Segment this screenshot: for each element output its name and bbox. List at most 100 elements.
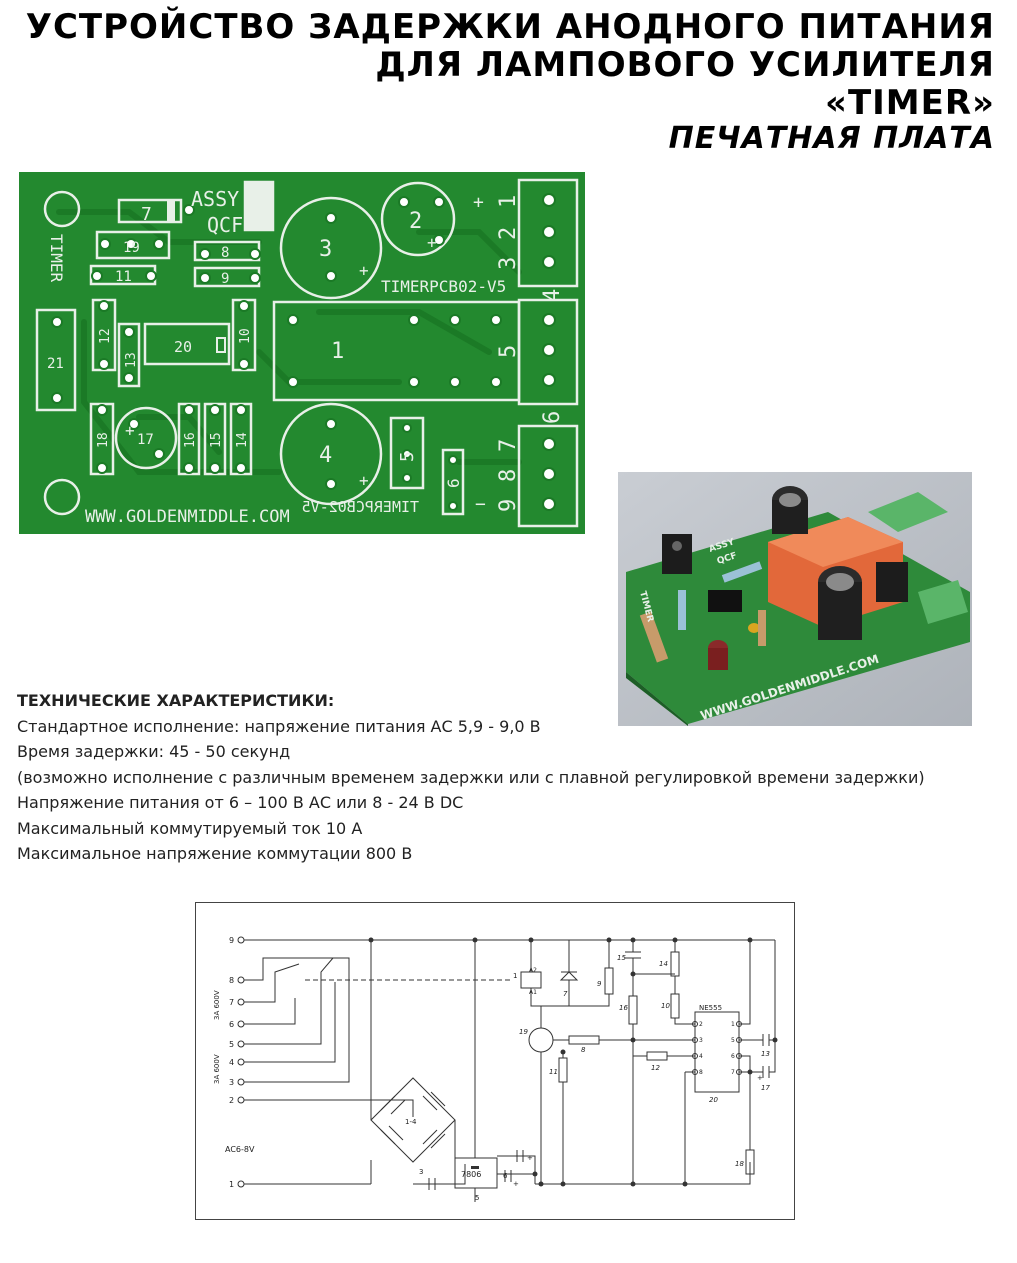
pcb-website-label: WWW.GOLDENMIDDLE.COM: [85, 507, 290, 527]
schem-label-12: 12: [651, 1064, 660, 1072]
terminal-label-8: 8: [496, 469, 521, 482]
pcb-plus-3: +: [427, 233, 437, 252]
pcb-label-15: 15: [209, 432, 224, 448]
schem-pin-7: 7: [229, 998, 234, 1007]
schem-ic-label: NE555: [699, 1004, 722, 1012]
ic-pin-8: 8: [699, 1069, 703, 1076]
pcb-timer-label: TIMER: [47, 234, 66, 283]
pcb-assy-label: ASSY: [191, 187, 239, 211]
schem-label-10: 10: [661, 1002, 670, 1010]
schem-rating-2: 3A 600V: [213, 1054, 221, 1084]
schem-plus-2: +: [527, 1154, 533, 1162]
schem-label-14: 14: [659, 960, 668, 968]
pcb-label-14: 14: [235, 432, 250, 448]
schem-plus-1: +: [513, 1180, 519, 1188]
pcb-label-17: 17: [137, 432, 154, 448]
ic-pin-2: 2: [699, 1021, 703, 1028]
schem-bridge-label: 1-4: [405, 1118, 417, 1126]
schem-label-18: 18: [735, 1160, 744, 1168]
pcb-label-5: 5: [397, 451, 418, 462]
page-title-line-3: «TIMER»: [824, 83, 995, 123]
pcb-qcf-label: QCF: [207, 213, 243, 237]
schem-label-5: 5: [475, 1194, 479, 1202]
schem-label-3: 3: [419, 1168, 423, 1176]
schem-label-16: 16: [619, 1004, 628, 1012]
pcb-label-10: 10: [238, 328, 253, 344]
pcb-label-3: 3: [319, 237, 332, 262]
schem-regulator-label: 7806: [461, 1170, 481, 1179]
schem-label-19: 19: [519, 1028, 528, 1036]
pcb-minus: −: [475, 494, 486, 515]
ic-pin-1: 1: [731, 1021, 735, 1028]
terminal-label-5: 5: [496, 345, 521, 358]
terminal-label-7: 7: [496, 439, 521, 452]
schem-relay-pin: 1: [513, 972, 517, 980]
schem-label-17: 17: [761, 1084, 770, 1092]
pcb-label-13: 13: [124, 352, 139, 368]
schem-label-20: 20: [709, 1096, 718, 1104]
circuit-schematic: 9 8 7 6 5 4 3 2 1 3A 600V 3A 600V AC6-8V…: [195, 902, 795, 1220]
pcb-label-7: 7: [141, 204, 152, 225]
schem-label-9: 9: [597, 980, 602, 988]
specs-heading: ТЕХНИЧЕСКИЕ ХАРАКТЕРИСТИКИ:: [17, 691, 335, 710]
ic-pin-4: 4: [699, 1053, 703, 1060]
ic-pin-5: 5: [731, 1037, 735, 1044]
ic-pin-7: 7: [731, 1069, 735, 1076]
schem-pin-8: 8: [229, 976, 234, 985]
schem-pin-9: 9: [229, 936, 234, 945]
pcb-label-12: 12: [98, 328, 113, 344]
terminal-label-3: 3: [496, 257, 521, 270]
schem-plus-3: +: [757, 1074, 763, 1082]
spec-line: Время задержки: 45 - 50 секунд: [17, 742, 291, 761]
pcb-label-4: 4: [319, 443, 332, 468]
assembled-board-photo: WWW.GOLDENMIDDLE.COM TIMER ASSY QCF: [618, 472, 972, 726]
pcb-label-6: 6: [444, 478, 463, 488]
ic-pin-6: 6: [731, 1053, 735, 1060]
spec-line: Максимальное напряжение коммутации 800 В: [17, 844, 413, 863]
technical-specifications: ТЕХНИЧЕСКИЕ ХАРАКТЕРИСТИКИ: Стандартное …: [17, 688, 925, 867]
terminal-label-1: 1: [496, 195, 521, 208]
schem-pin-5: 5: [229, 1040, 234, 1049]
pcb-label-18: 18: [96, 432, 111, 448]
terminal-label-2: 2: [496, 227, 521, 240]
schem-label-8: 8: [581, 1046, 586, 1054]
schem-rating-1: 3A 600V: [213, 990, 221, 1020]
schem-pin-4: 4: [229, 1058, 234, 1067]
pcb-layout-image: 7 ASSY QCF 19 8 11 9 3 2 TIMERPCB02-V5 1…: [19, 172, 585, 534]
pcb-model-label: TIMERPCB02-V5: [381, 277, 506, 296]
pcb-label-1: 1: [331, 339, 344, 364]
schem-pin-1: 1: [229, 1180, 234, 1189]
ic-pin-3: 3: [699, 1037, 703, 1044]
schem-pin-6: 6: [229, 1020, 234, 1029]
pcb-plus-1: +: [473, 192, 484, 213]
pcb-label-20: 20: [174, 338, 192, 356]
terminal-label-6: 6: [540, 411, 565, 424]
pcb-label-8: 8: [221, 245, 229, 261]
page-title-line-1: УСТРОЙСТВО ЗАДЕРЖКИ АНОДНОГО ПИТАНИЯ: [25, 7, 995, 47]
spec-line: Максимальный коммутируемый ток 10 А: [17, 818, 363, 838]
terminal-label-9: 9: [496, 499, 521, 512]
schem-pin-2: 2: [229, 1096, 234, 1105]
schem-label-11: 11: [549, 1068, 558, 1076]
pcb-plus-4: +: [359, 471, 369, 490]
spec-line: (возможно исполнение с различным времене…: [17, 767, 925, 787]
schem-label-6: 6: [503, 1172, 508, 1180]
schem-relay-a2: A2: [529, 967, 537, 974]
pcb-label-21: 21: [47, 356, 64, 372]
terminal-label-4: 4: [540, 289, 565, 302]
pcb-mirrored-model-label: TIMERPCB02-V5: [302, 498, 419, 516]
pcb-label-2: 2: [409, 209, 422, 234]
pcb-label-11: 11: [115, 269, 132, 285]
mount-hole: [43, 478, 81, 516]
spec-line: Напряжение питания от 6 – 100 В АС или 8…: [17, 793, 464, 812]
pcb-plus-2: +: [359, 261, 369, 280]
schem-label-13: 13: [761, 1050, 770, 1058]
schem-label-7: 7: [563, 990, 568, 998]
pcb-label-19: 19: [123, 240, 140, 256]
spec-line: Стандартное исполнение: напряжение питан…: [17, 716, 541, 736]
mount-hole: [43, 190, 81, 228]
page-title-line-2: ДЛЯ ЛАМПОВОГО УСИЛИТЕЛЯ: [375, 45, 995, 85]
schem-ac-label: AC6-8V: [225, 1145, 255, 1154]
schem-label-15: 15: [617, 954, 626, 962]
page-subtitle: ПЕЧАТНАЯ ПЛАТА: [668, 121, 995, 156]
